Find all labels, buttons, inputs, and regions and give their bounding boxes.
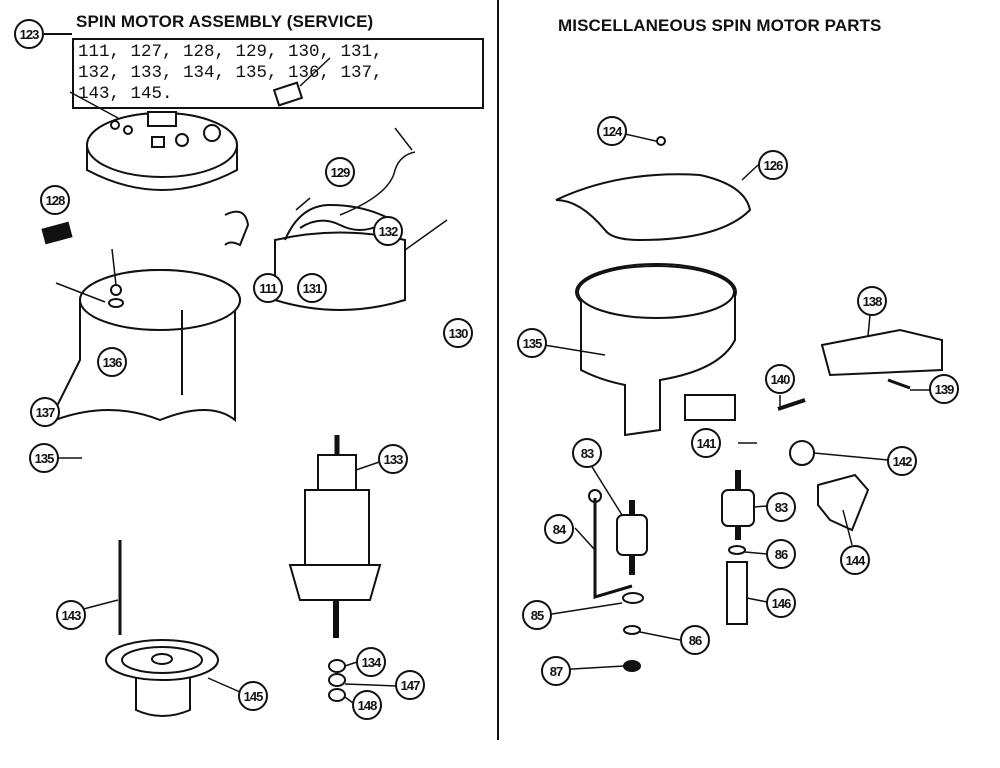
callout-141: 141 — [691, 428, 721, 458]
callout-111: 111 — [253, 273, 283, 303]
parts-list-line: 132, 133, 134, 135, 136, 137, — [78, 63, 383, 83]
callout-86-upper: 86 — [766, 539, 796, 569]
end-bell-part — [86, 111, 238, 191]
callout-140: 140 — [765, 364, 795, 394]
callout-139: 139 — [929, 374, 959, 404]
callout-135-right: 135 — [517, 328, 547, 358]
callout-124: 124 — [597, 116, 627, 146]
callout-133: 133 — [378, 444, 408, 474]
mount-part — [616, 500, 648, 575]
parts-list-line: 143, 145. — [78, 84, 173, 104]
assembly-parts-list: 111, 127, 128, 129, 130, 131, 132, 133, … — [72, 38, 484, 109]
callout-142: 142 — [887, 446, 917, 476]
callout-126: 126 — [758, 150, 788, 180]
spacer-part — [726, 561, 748, 625]
callout-138: 138 — [857, 286, 887, 316]
right-panel-title: MISCELLANEOUS SPIN MOTOR PARTS — [558, 16, 882, 35]
switch-part — [820, 328, 943, 377]
callout-135: 135 — [29, 443, 59, 473]
callout-147: 147 — [395, 670, 425, 700]
callout-134: 134 — [356, 647, 386, 677]
callout-128: 128 — [40, 185, 70, 215]
brush-part — [272, 81, 304, 107]
armature-part — [288, 435, 382, 638]
panel-divider — [497, 0, 499, 740]
callout-144: 144 — [840, 545, 870, 575]
clip-part — [224, 210, 250, 247]
callout-132: 132 — [373, 216, 403, 246]
callout-148: 148 — [352, 690, 382, 720]
motor-cover-part — [555, 173, 752, 242]
callout-146: 146 — [766, 588, 796, 618]
callout-129: 129 — [325, 157, 355, 187]
mount-part — [721, 470, 755, 540]
callout-137: 137 — [30, 397, 60, 427]
callout-131: 131 — [297, 273, 327, 303]
parts-list-line: 111, 127, 128, 129, 130, 131, — [78, 42, 383, 62]
callout-84: 84 — [544, 514, 574, 544]
callout-86-lower: 86 — [680, 625, 710, 655]
callout-145: 145 — [238, 681, 268, 711]
callout-130: 130 — [443, 318, 473, 348]
callout-87: 87 — [541, 656, 571, 686]
callout-123: 123 — [14, 19, 44, 49]
pulley-part — [105, 639, 219, 717]
callout-83-right: 83 — [766, 492, 796, 522]
callout-136: 136 — [97, 347, 127, 377]
bracket-part — [817, 473, 870, 532]
callout-83-left: 83 — [572, 438, 602, 468]
motor-housing-part-right — [575, 263, 737, 437]
callout-85: 85 — [522, 600, 552, 630]
left-panel-title: SPIN MOTOR ASSEMBLY (SERVICE) — [76, 12, 374, 31]
motor-housing-part — [54, 269, 241, 423]
callout-143: 143 — [56, 600, 86, 630]
